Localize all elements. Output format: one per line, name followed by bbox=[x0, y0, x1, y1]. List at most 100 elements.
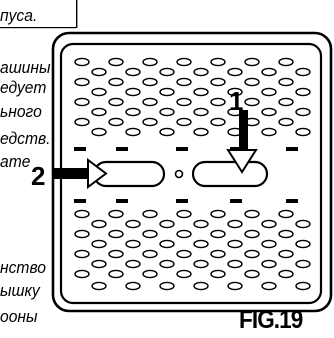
perforation-hole bbox=[278, 77, 294, 87]
perforation-hole bbox=[227, 281, 243, 291]
perforation-hole bbox=[295, 107, 311, 117]
perforation-hole bbox=[176, 229, 192, 239]
perforation-hole bbox=[193, 107, 209, 117]
text-line: ьного bbox=[0, 102, 42, 121]
perforation-hole bbox=[193, 281, 209, 291]
perforation-hole bbox=[125, 239, 141, 249]
perforation-hole bbox=[227, 239, 243, 249]
perforation-hole bbox=[91, 219, 107, 229]
perforation-hole bbox=[244, 249, 260, 259]
perforation-hole bbox=[227, 87, 243, 97]
perforation-hole bbox=[142, 249, 158, 259]
perforation-hole bbox=[244, 97, 260, 107]
perforation-hole bbox=[176, 97, 192, 107]
perforation-hole bbox=[142, 77, 158, 87]
perforation-hole bbox=[176, 269, 192, 279]
perforation-hole bbox=[159, 259, 175, 269]
perforation-hole bbox=[193, 87, 209, 97]
perforation-hole bbox=[108, 117, 124, 127]
perforation-hole bbox=[74, 229, 90, 239]
perforation-hole bbox=[278, 117, 294, 127]
perforation-hole bbox=[159, 127, 175, 137]
perforation-hole bbox=[278, 57, 294, 67]
perforation-hole bbox=[278, 209, 294, 219]
perforation-hole bbox=[125, 127, 141, 137]
perforation-hole bbox=[278, 229, 294, 239]
text-line: ашины bbox=[0, 58, 51, 77]
perforation-hole bbox=[142, 117, 158, 127]
perforation-hole bbox=[244, 77, 260, 87]
perforation-hole bbox=[74, 209, 90, 219]
perforation-hole bbox=[295, 259, 311, 269]
perforation-hole bbox=[278, 269, 294, 279]
perforation-hole bbox=[176, 57, 192, 67]
perforation-hole bbox=[244, 269, 260, 279]
perforation-hole bbox=[125, 67, 141, 77]
perforation-hole bbox=[91, 67, 107, 77]
perforation-hole bbox=[210, 77, 226, 87]
perforation-hole bbox=[159, 87, 175, 97]
center-pin bbox=[174, 169, 184, 179]
perforation-hole bbox=[295, 87, 311, 97]
perforation-hole bbox=[244, 229, 260, 239]
perforation-hole bbox=[278, 97, 294, 107]
perforation-hole bbox=[74, 77, 90, 87]
perforation-hole bbox=[91, 107, 107, 117]
perforation-hole bbox=[193, 239, 209, 249]
perforation-hole bbox=[210, 97, 226, 107]
perforation-hole bbox=[295, 239, 311, 249]
perforation-hole bbox=[210, 57, 226, 67]
text-line: пуса. bbox=[0, 6, 38, 25]
perforation-hole bbox=[261, 239, 277, 249]
perforation-hole bbox=[74, 57, 90, 67]
callout-2-label: 2 bbox=[31, 161, 46, 191]
perforation-hole bbox=[125, 87, 141, 97]
perforation-hole bbox=[193, 127, 209, 137]
perforation-hole bbox=[91, 87, 107, 97]
perforation-hole bbox=[244, 209, 260, 219]
perforation-hole bbox=[91, 127, 107, 137]
perforation-hole bbox=[295, 67, 311, 77]
perforation-hole bbox=[125, 219, 141, 229]
perforation-hole bbox=[210, 209, 226, 219]
perforation-hole bbox=[210, 249, 226, 259]
perforation-hole bbox=[261, 67, 277, 77]
perforation-hole bbox=[193, 219, 209, 229]
perforation-hole bbox=[142, 57, 158, 67]
perforation-hole bbox=[295, 127, 311, 137]
perforation-hole bbox=[108, 229, 124, 239]
perforation-hole bbox=[261, 127, 277, 137]
perforation-hole bbox=[193, 259, 209, 269]
perforation-hole bbox=[176, 117, 192, 127]
upper-hole-grid bbox=[74, 57, 311, 137]
arrow-1-icon bbox=[226, 110, 258, 174]
text-line: нство bbox=[0, 258, 46, 277]
perforation-hole bbox=[261, 219, 277, 229]
perforation-hole bbox=[159, 107, 175, 117]
perforation-hole bbox=[210, 269, 226, 279]
perforation-hole bbox=[108, 77, 124, 87]
perforation-hole bbox=[125, 281, 141, 291]
perforation-hole bbox=[295, 219, 311, 229]
perforation-hole bbox=[159, 281, 175, 291]
perforation-hole bbox=[210, 117, 226, 127]
perforation-hole bbox=[108, 57, 124, 67]
perforation-hole bbox=[125, 107, 141, 117]
perforation-hole bbox=[261, 107, 277, 117]
perforation-hole bbox=[125, 259, 141, 269]
lower-hole-grid bbox=[74, 209, 311, 291]
perforation-hole bbox=[227, 259, 243, 269]
perforation-hole bbox=[74, 269, 90, 279]
perforation-hole bbox=[108, 249, 124, 259]
arrow-2-icon bbox=[52, 158, 108, 189]
perforation-hole bbox=[74, 249, 90, 259]
perforation-hole bbox=[210, 229, 226, 239]
perforation-hole bbox=[159, 239, 175, 249]
page-top-rule bbox=[0, 27, 76, 29]
perforation-hole bbox=[74, 117, 90, 127]
figure-label: FIG.19 bbox=[239, 306, 303, 334]
text-line: едств. bbox=[0, 129, 51, 148]
perforation-hole bbox=[159, 219, 175, 229]
text-line: ате bbox=[0, 152, 31, 171]
